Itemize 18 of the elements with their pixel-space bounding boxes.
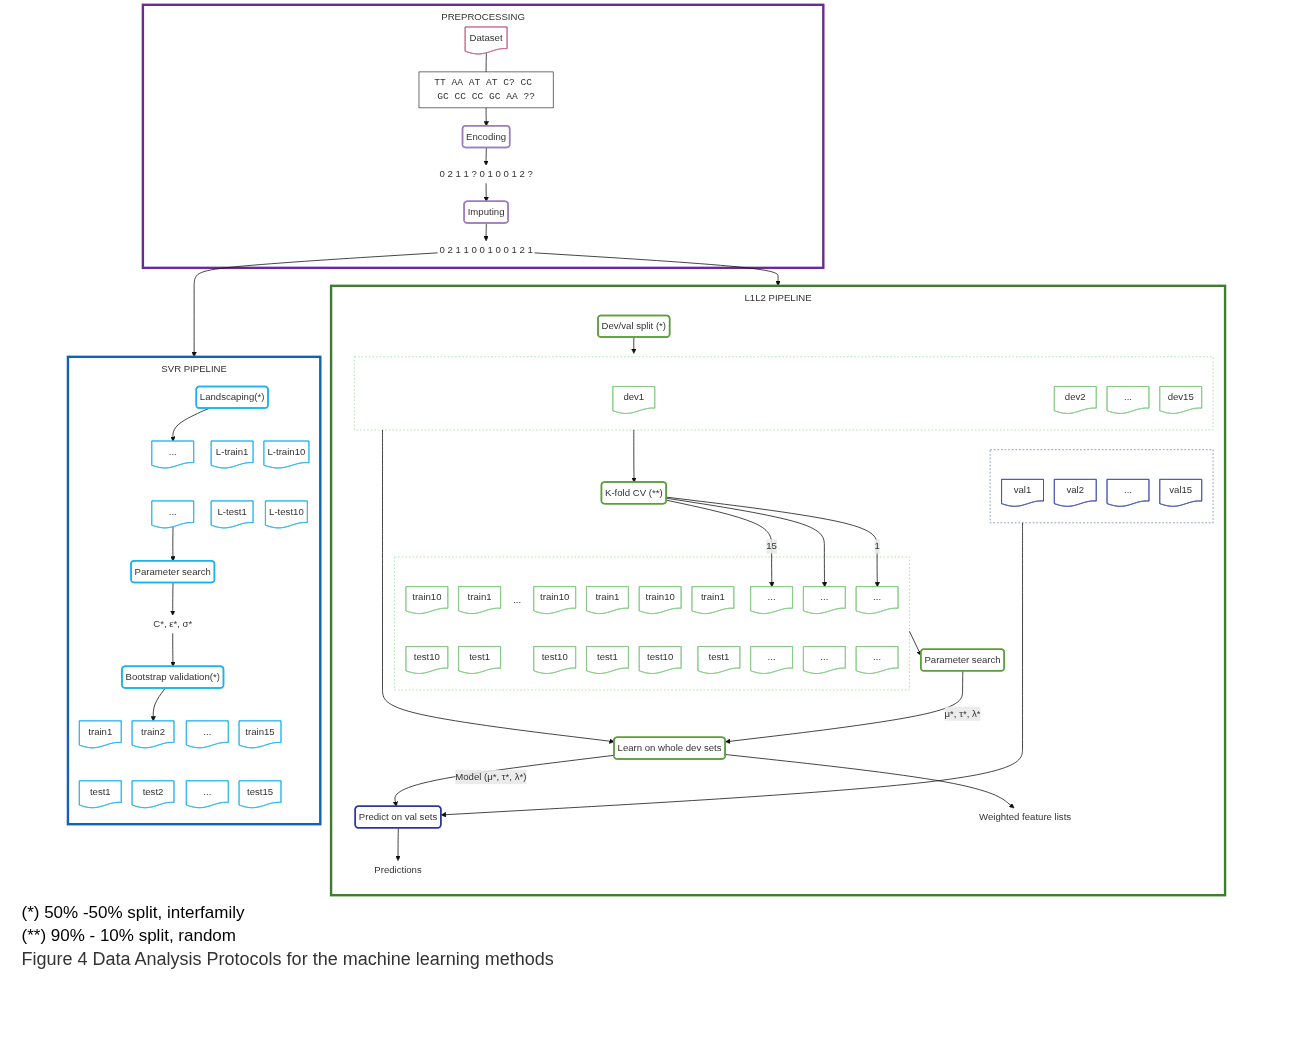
node-text: ... <box>513 594 522 605</box>
edge-label: μ*, τ*, λ* <box>944 708 981 719</box>
cluster <box>354 356 1214 431</box>
node-text: 0 2 1 1 0 0 1 0 0 1 2 1 <box>439 244 533 255</box>
figure-caption: Figure 4 Data Analysis Protocols for the machine learning methods <box>21 949 555 970</box>
cluster <box>989 449 1214 524</box>
edge-label: 15 <box>766 541 777 552</box>
footnote: (**) 90% - 10% split, random <box>21 926 237 946</box>
node-box: TT AA AT AT C? CC GC CC CC GC AA ?? <box>418 71 554 109</box>
edge-label: Model (μ*, τ*, λ*) <box>455 771 527 782</box>
connector <box>485 52 487 73</box>
node-text: C*, ε*, σ* <box>153 618 193 630</box>
node-text: Weighted feature lists <box>979 811 1072 822</box>
cluster <box>394 556 910 691</box>
node-text: 0 2 1 1 ? 0 1 0 0 1 2 ? <box>439 168 533 180</box>
node-text: Predictions <box>374 864 422 875</box>
footnote: (*) 50% -50% split, interfamily <box>21 903 246 923</box>
edge-label: 1 <box>874 541 880 552</box>
